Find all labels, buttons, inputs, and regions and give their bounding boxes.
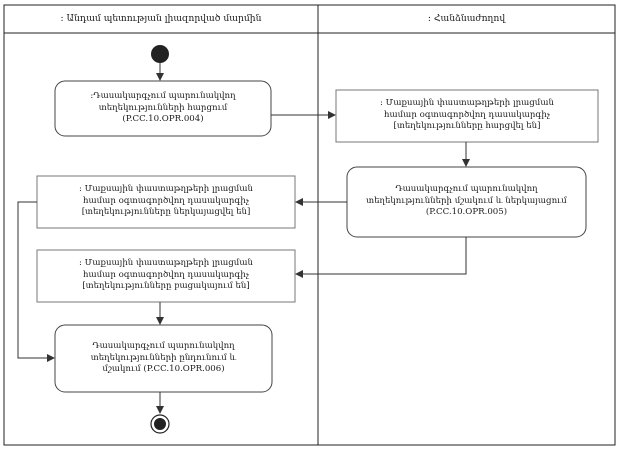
flow-process-to-absent bbox=[295, 237, 467, 278]
action-receive-label: Դասակարգչում պարունակվող տեղեկություններ… bbox=[90, 341, 237, 374]
action-process-label: Դասակարգչում պարունակվող տեղեկություններ… bbox=[366, 184, 567, 217]
action-request-label: :Դասակարգչում պարունակվող տեղեկություննե… bbox=[90, 91, 236, 124]
object-absent-label: : Մաքսային փաստաթղթերի լրացման համար օգտ… bbox=[79, 258, 253, 291]
lane-title-member-state: : Անդամ պետության լիազորված մարմին bbox=[60, 13, 262, 24]
flow-submitted-to-receive bbox=[17, 201, 55, 362]
action-node-request bbox=[54, 80, 272, 137]
object-submitted-label: : Մաքսային փաստաթղթերի լրացման համար օգտ… bbox=[79, 184, 253, 217]
start-node bbox=[151, 45, 169, 63]
action-node-receive bbox=[54, 324, 273, 393]
object-node-submitted bbox=[36, 175, 296, 229]
lane-title-commission: : Հանձնաժողով bbox=[427, 13, 506, 24]
object-requested-label: : Մաքսային փաստաթղթերի լրացման համար օգտ… bbox=[380, 98, 554, 131]
object-node-requested bbox=[335, 89, 599, 143]
object-node-absent bbox=[36, 249, 296, 303]
end-node-core bbox=[154, 418, 166, 430]
swimlane-frame bbox=[3, 4, 616, 446]
